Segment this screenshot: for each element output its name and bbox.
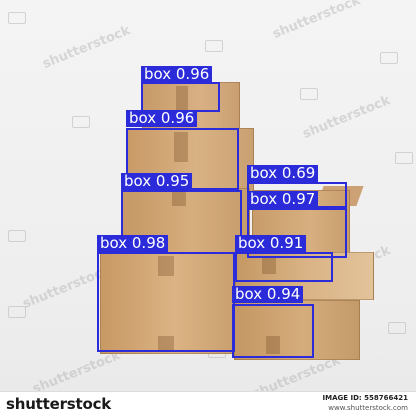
box-tape	[158, 336, 174, 350]
watermark-text: shutterstock	[30, 348, 123, 397]
box-tape	[262, 258, 276, 274]
detection-box	[235, 252, 333, 282]
detection-label: box 0.94	[232, 286, 304, 303]
detection-box	[97, 252, 235, 352]
site-url: www.shutterstock.com	[328, 404, 408, 412]
box-tape	[172, 192, 186, 206]
watermark-text: shutterstock	[40, 23, 133, 72]
detection-box	[247, 208, 347, 258]
cardboard-box	[234, 300, 360, 360]
detection-label: box 0.96	[141, 66, 213, 83]
cardboard-box	[100, 252, 236, 354]
watermark-camera-icon	[388, 322, 406, 334]
watermark-camera-icon	[395, 152, 413, 164]
detection-label: box 0.97	[247, 191, 319, 208]
watermark-camera-icon	[8, 12, 26, 24]
watermark-camera-icon	[8, 306, 26, 318]
detection-label: box 0.95	[121, 173, 193, 190]
box-tape	[176, 86, 188, 114]
box-tape	[266, 336, 280, 354]
watermark-text: shutterstock	[300, 93, 393, 142]
watermark-camera-icon	[380, 52, 398, 64]
detection-label: box 0.96	[126, 110, 198, 127]
image-id: IMAGE ID: 558766421	[322, 394, 408, 402]
detection-label: box 0.98	[97, 235, 169, 252]
detection-label: box 0.69	[247, 165, 319, 182]
footer-bar: shutterstock IMAGE ID: 558766421 www.shu…	[0, 391, 416, 416]
watermark-camera-icon	[72, 116, 90, 128]
box-tape	[158, 256, 174, 276]
detection-box	[141, 82, 220, 112]
watermark-text: shutterstock	[270, 0, 363, 42]
detection-label: box 0.91	[235, 235, 307, 252]
watermark-camera-icon	[205, 40, 223, 52]
box-tape	[174, 132, 188, 162]
shutterstock-logo: shutterstock	[6, 395, 112, 413]
watermark-camera-icon	[300, 88, 318, 100]
detection-box	[232, 304, 314, 358]
watermark-camera-icon	[8, 230, 26, 242]
